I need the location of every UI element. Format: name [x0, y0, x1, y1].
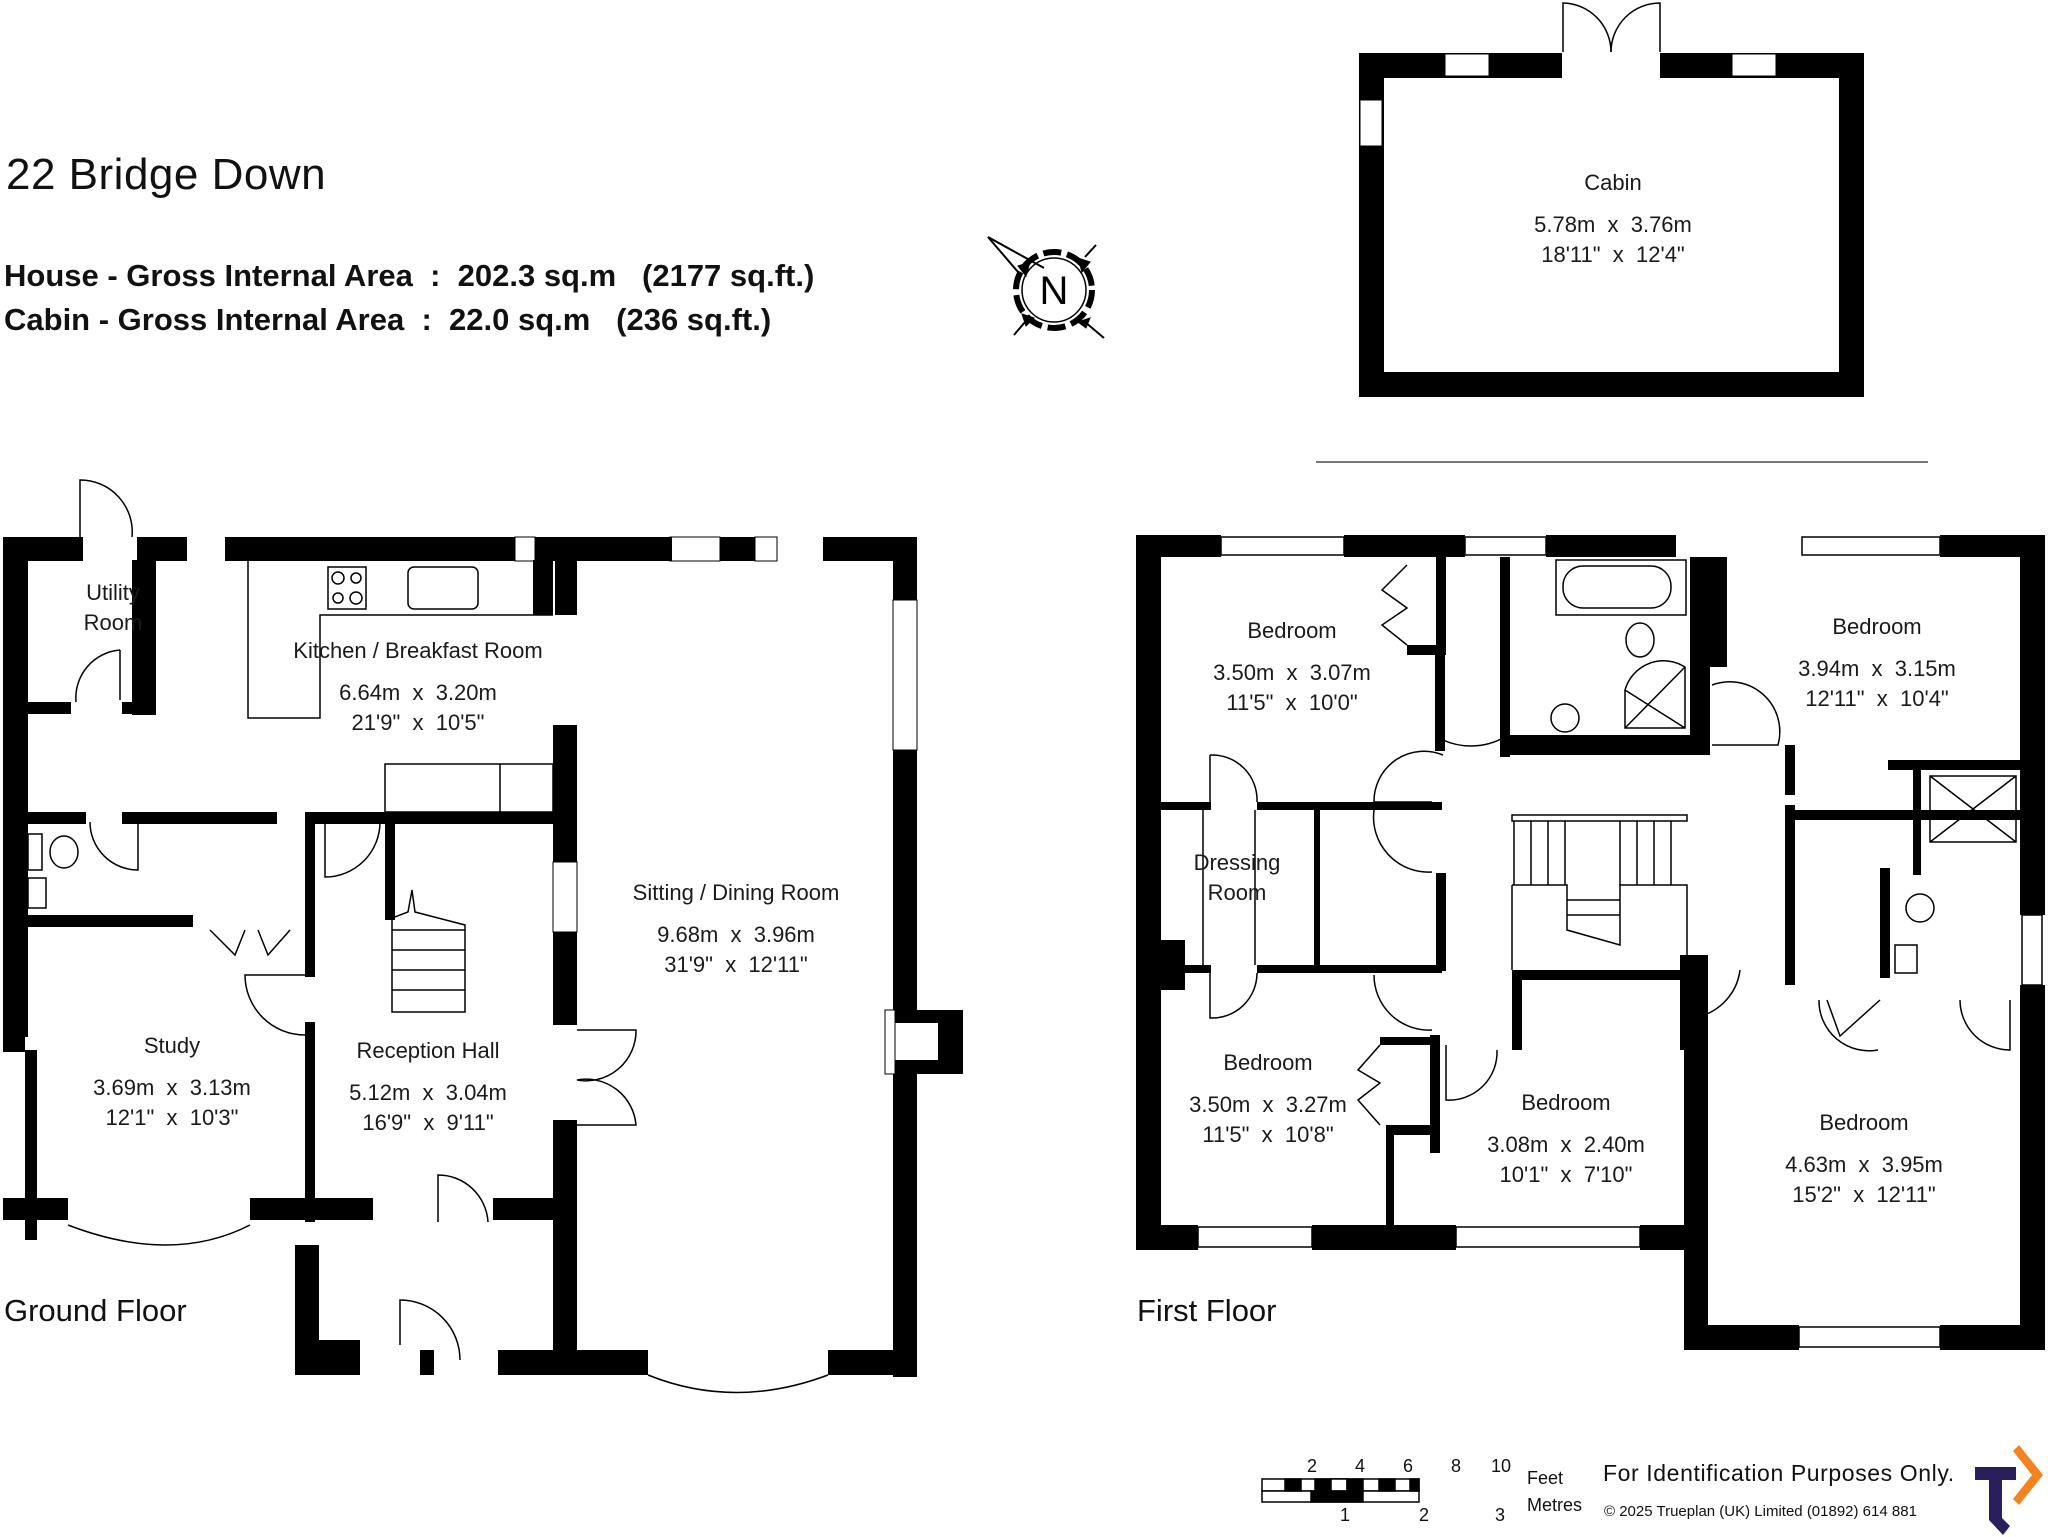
room-dimensions-metric: 5.12m x 3.04m — [349, 1080, 507, 1105]
room-dimensions-metric: 3.08m x 2.40m — [1487, 1132, 1645, 1157]
trueplan-logo — [1975, 1445, 2043, 1535]
room-dimensions-metric: 4.63m x 3.95m — [1785, 1152, 1943, 1177]
room-dimensions-imperial: 11'5" x 10'0" — [1226, 690, 1358, 715]
compass-north-label: N — [1040, 269, 1069, 313]
room-name: Study — [143, 1033, 201, 1058]
copyright-text: © 2025 Trueplan (UK) Limited (01892) 614… — [1604, 1503, 1917, 1520]
room-label-bedroom-1: Bedroom 3.50m x 3.07m 11'5" x 10'0" — [1213, 616, 1371, 718]
house-gross-area: House - Gross Internal Area : 202.3 sq.m… — [4, 258, 815, 293]
room-dimensions-metric: 9.68m x 3.96m — [657, 922, 815, 947]
room-dimensions-metric: 3.50m x 3.27m — [1189, 1092, 1347, 1117]
scale-tick: 10 — [1491, 1456, 1512, 1476]
room-label-bedroom-4: Bedroom 3.08m x 2.40m 10'1" x 7'10" — [1487, 1088, 1645, 1190]
room-name: Utility Room — [83, 580, 143, 635]
scale-metres-label: Metres — [1527, 1495, 1583, 1515]
room-label-study: Study 3.69m x 3.13m 12'1" x 10'3" — [93, 1031, 251, 1133]
property-title: 22 Bridge Down — [6, 150, 327, 199]
cabin-plan — [1359, 2, 1864, 397]
room-name: Bedroom — [1223, 1050, 1313, 1075]
room-name: Dressing Room — [1193, 850, 1281, 905]
room-dimensions-imperial: 15'2" x 12'11" — [1792, 1182, 1936, 1207]
scale-tick: 8 — [1451, 1456, 1462, 1476]
room-name: Bedroom — [1819, 1110, 1909, 1135]
first-floor-plan — [1136, 535, 2045, 1350]
scale-tick: 6 — [1403, 1456, 1414, 1476]
ground-floor-label: Ground Floor — [4, 1293, 187, 1328]
room-label-cabin: Cabin 5.78m x 3.76m 18'11" x 12'4" — [1534, 168, 1692, 270]
room-label-dressing-room: Dressing Room — [1194, 848, 1281, 908]
room-name: Sitting / Dining Room — [632, 880, 840, 905]
scale-tick: 4 — [1355, 1456, 1366, 1476]
room-name: Reception Hall — [356, 1038, 500, 1063]
room-dimensions-metric: 3.50m x 3.07m — [1213, 660, 1371, 685]
room-dimensions-imperial: 21'9" x 10'5" — [351, 710, 485, 735]
room-label-reception-hall: Reception Hall 5.12m x 3.04m 16'9" x 9'1… — [349, 1036, 507, 1138]
room-dimensions-imperial: 12'11" x 10'4" — [1805, 686, 1949, 711]
scale-feet-label: Feet — [1527, 1468, 1564, 1488]
room-name: Bedroom — [1832, 614, 1922, 639]
room-name: Bedroom — [1521, 1090, 1611, 1115]
room-dimensions-imperial: 16'9" x 9'11" — [362, 1110, 494, 1135]
room-name: Cabin — [1584, 170, 1642, 195]
room-dimensions-metric: 6.64m x 3.20m — [339, 680, 497, 705]
scale-tick: 2 — [1419, 1505, 1430, 1525]
room-label-bedroom-5: Bedroom 4.63m x 3.95m 15'2" x 12'11" — [1785, 1108, 1943, 1210]
room-label-utility: Utility Room — [84, 578, 143, 638]
first-floor-label: First Floor — [1137, 1293, 1277, 1328]
cabin-gross-area: Cabin - Gross Internal Area : 22.0 sq.m … — [4, 302, 772, 337]
room-dimensions-imperial: 12'1" x 10'3" — [105, 1105, 239, 1130]
scale-bar — [1261, 1478, 1420, 1503]
scale-tick: 3 — [1495, 1505, 1506, 1525]
room-dimensions-imperial: 10'1" x 7'10" — [1499, 1162, 1633, 1187]
room-name: Kitchen / Breakfast Room — [293, 638, 543, 663]
scale-tick: 2 — [1307, 1456, 1318, 1476]
ground-floor-plan — [3, 479, 963, 1394]
scale-tick: 1 — [1340, 1505, 1351, 1525]
north-compass-icon — [987, 236, 1105, 339]
room-dimensions-imperial: 11'5" x 10'8" — [1202, 1122, 1334, 1147]
room-dimensions-metric: 3.94m x 3.15m — [1798, 656, 1956, 681]
room-label-bedroom-2: Bedroom 3.94m x 3.15m 12'11" x 10'4" — [1798, 612, 1956, 714]
room-dimensions-imperial: 31'9" x 12'11" — [664, 952, 808, 977]
room-label-sitting-dining: Sitting / Dining Room 9.68m x 3.96m 31'9… — [633, 878, 840, 980]
room-label-kitchen: Kitchen / Breakfast Room 6.64m x 3.20m 2… — [293, 636, 542, 738]
room-name: Bedroom — [1247, 618, 1337, 643]
room-dimensions-metric: 5.78m x 3.76m — [1534, 212, 1692, 237]
room-dimensions-imperial: 18'11" x 12'4" — [1541, 242, 1685, 267]
disclaimer-text: For Identification Purposes Only. — [1603, 1460, 1955, 1486]
room-label-bedroom-3: Bedroom 3.50m x 3.27m 11'5" x 10'8" — [1189, 1048, 1347, 1150]
room-dimensions-metric: 3.69m x 3.13m — [93, 1075, 251, 1100]
